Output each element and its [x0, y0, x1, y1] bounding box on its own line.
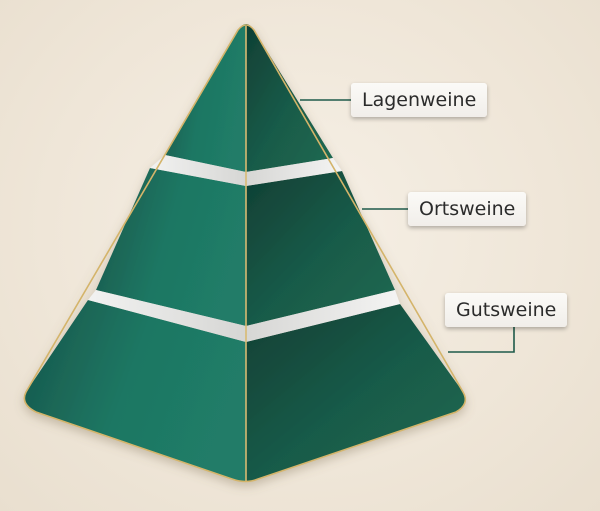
divider-band-upper — [150, 155, 342, 186]
tier-label-top: Lagenweine — [351, 83, 488, 117]
tier-bottom-left-face — [24, 300, 247, 482]
tier-bottom-right-face — [246, 304, 466, 482]
pyramid-gold-outline — [23, 24, 467, 483]
tier-top — [165, 24, 333, 172]
tier-label-bottom: Gutsweine — [445, 293, 568, 327]
tier-bottom — [24, 300, 466, 482]
divider-band-lower — [88, 290, 400, 342]
connector-line-bottom — [448, 327, 515, 353]
tier-label-middle: Ortsweine — [408, 192, 527, 226]
tier-top-right-face — [246, 24, 333, 172]
tier-top-left-face — [165, 24, 246, 172]
